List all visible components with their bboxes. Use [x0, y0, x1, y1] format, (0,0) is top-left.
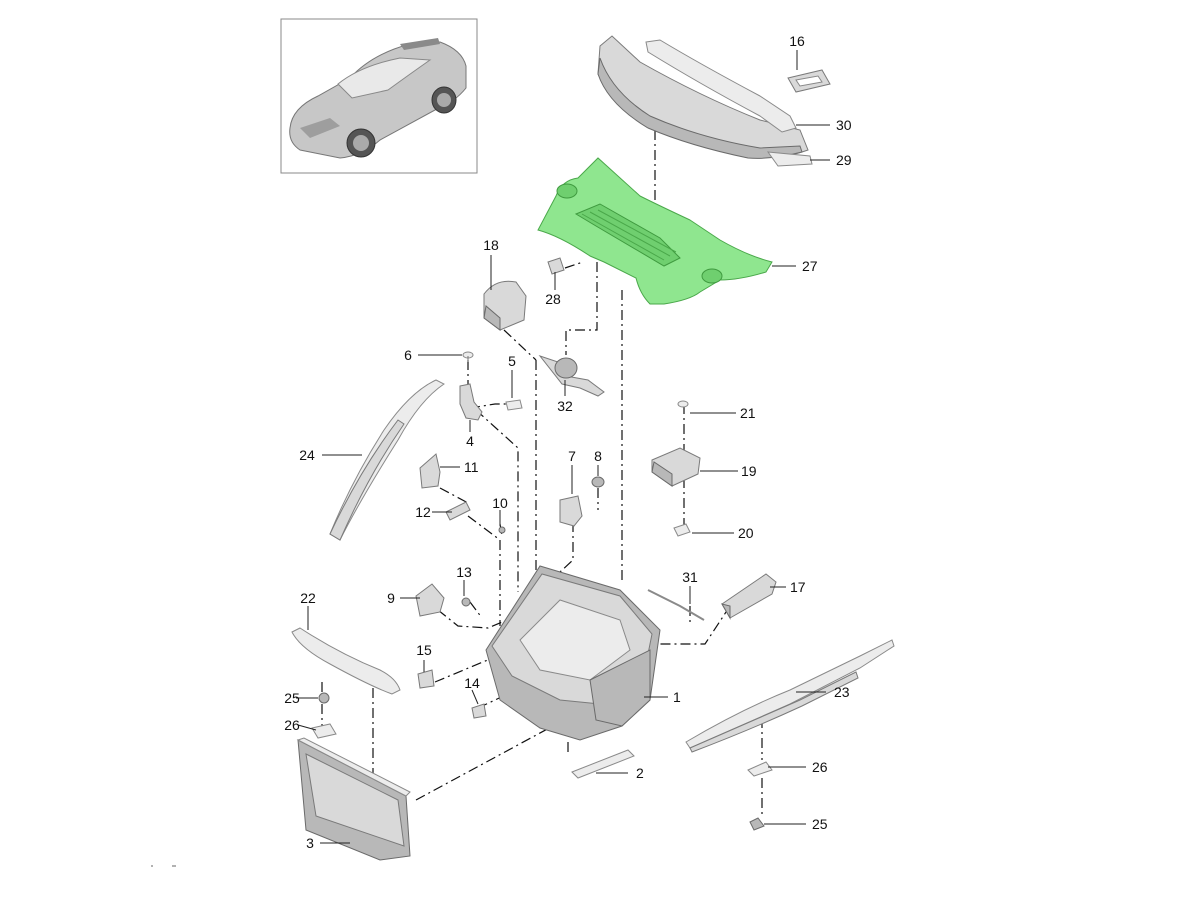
part-13-screw	[461, 597, 471, 607]
part-15-clip	[417, 669, 435, 689]
part-12-bracket	[445, 501, 471, 521]
callout-29: 29	[836, 152, 852, 168]
part-8-grommet	[591, 476, 605, 488]
callout-3: 3	[306, 835, 314, 851]
callout-23: 23	[834, 684, 850, 700]
part-25-clip-left	[318, 692, 330, 704]
callout-7: 7	[568, 448, 576, 464]
part-25-clip-right	[749, 817, 765, 831]
callout-1: 1	[673, 689, 681, 705]
part-21-screw	[677, 400, 689, 408]
part-28-clip	[547, 257, 565, 275]
callout-11: 11	[464, 459, 479, 475]
part-14-clip	[471, 703, 487, 719]
callout-12: 12	[415, 504, 431, 520]
part-31-cable	[647, 589, 705, 621]
leader-lines	[296, 50, 830, 844]
callout-22: 22	[300, 590, 316, 606]
part-5-clip	[505, 399, 523, 411]
part-7-bracket	[559, 495, 583, 527]
part-20-clip	[673, 523, 691, 537]
callout-25-left: 25	[284, 690, 300, 706]
callout-10: 10	[492, 495, 508, 511]
callout-4: 4	[466, 433, 474, 449]
callout-6: 6	[404, 347, 412, 363]
callout-31: 31	[682, 569, 698, 585]
callout-28: 28	[545, 291, 561, 307]
callout-9: 9	[387, 590, 395, 606]
part-6-fastener	[462, 351, 474, 362]
part-16-clip	[787, 69, 831, 93]
callout-8: 8	[594, 448, 602, 464]
callout-30: 30	[836, 117, 852, 133]
callout-16: 16	[789, 33, 805, 49]
callout-26-left: 26	[284, 717, 300, 733]
part-2-strip	[571, 749, 635, 779]
callout-2: 2	[636, 765, 644, 781]
part-27-front-panel-highlighted	[537, 157, 773, 305]
part-4-bracket	[459, 383, 483, 421]
callout-21: 21	[740, 405, 756, 421]
part-32-sensor	[538, 354, 605, 397]
callout-18: 18	[483, 237, 499, 253]
callout-26-right: 26	[812, 759, 828, 775]
callout-24: 24	[299, 447, 315, 463]
callout-14: 14	[464, 675, 480, 691]
part-19-bracket	[651, 447, 701, 487]
part-1-luggage-tub	[485, 565, 661, 741]
part-17-module	[720, 573, 777, 620]
part-29-seal-end	[766, 151, 813, 167]
part-26-pad-left	[311, 723, 337, 739]
callout-25-right: 25	[812, 816, 828, 832]
car-thumbnail-icon	[289, 38, 467, 159]
callout-15: 15	[416, 642, 432, 658]
callout-32: 32	[557, 398, 573, 414]
part-10-screw	[498, 526, 506, 534]
part-11-bracket	[419, 453, 441, 489]
part-24-side-trim	[329, 379, 445, 541]
callout-19: 19	[741, 463, 757, 479]
callout-27: 27	[802, 258, 818, 274]
car-thumbnail	[280, 18, 478, 174]
part-23-side-trim	[685, 639, 895, 753]
callout-20: 20	[738, 525, 754, 541]
part-22-trim	[291, 627, 401, 695]
part-9-bracket	[415, 583, 445, 617]
callout-13: 13	[456, 564, 472, 580]
part-18-cover	[483, 280, 527, 331]
part-26-pad-right	[747, 761, 773, 777]
callout-labels: 16 30 29 27 18 28 6 5 32 4 21 24 11 7 8 …	[284, 33, 852, 851]
part-3-front-panel	[296, 737, 411, 861]
callout-5: 5	[508, 353, 516, 369]
callout-17: 17	[790, 579, 806, 595]
part-30-cowl-panel	[597, 35, 809, 159]
